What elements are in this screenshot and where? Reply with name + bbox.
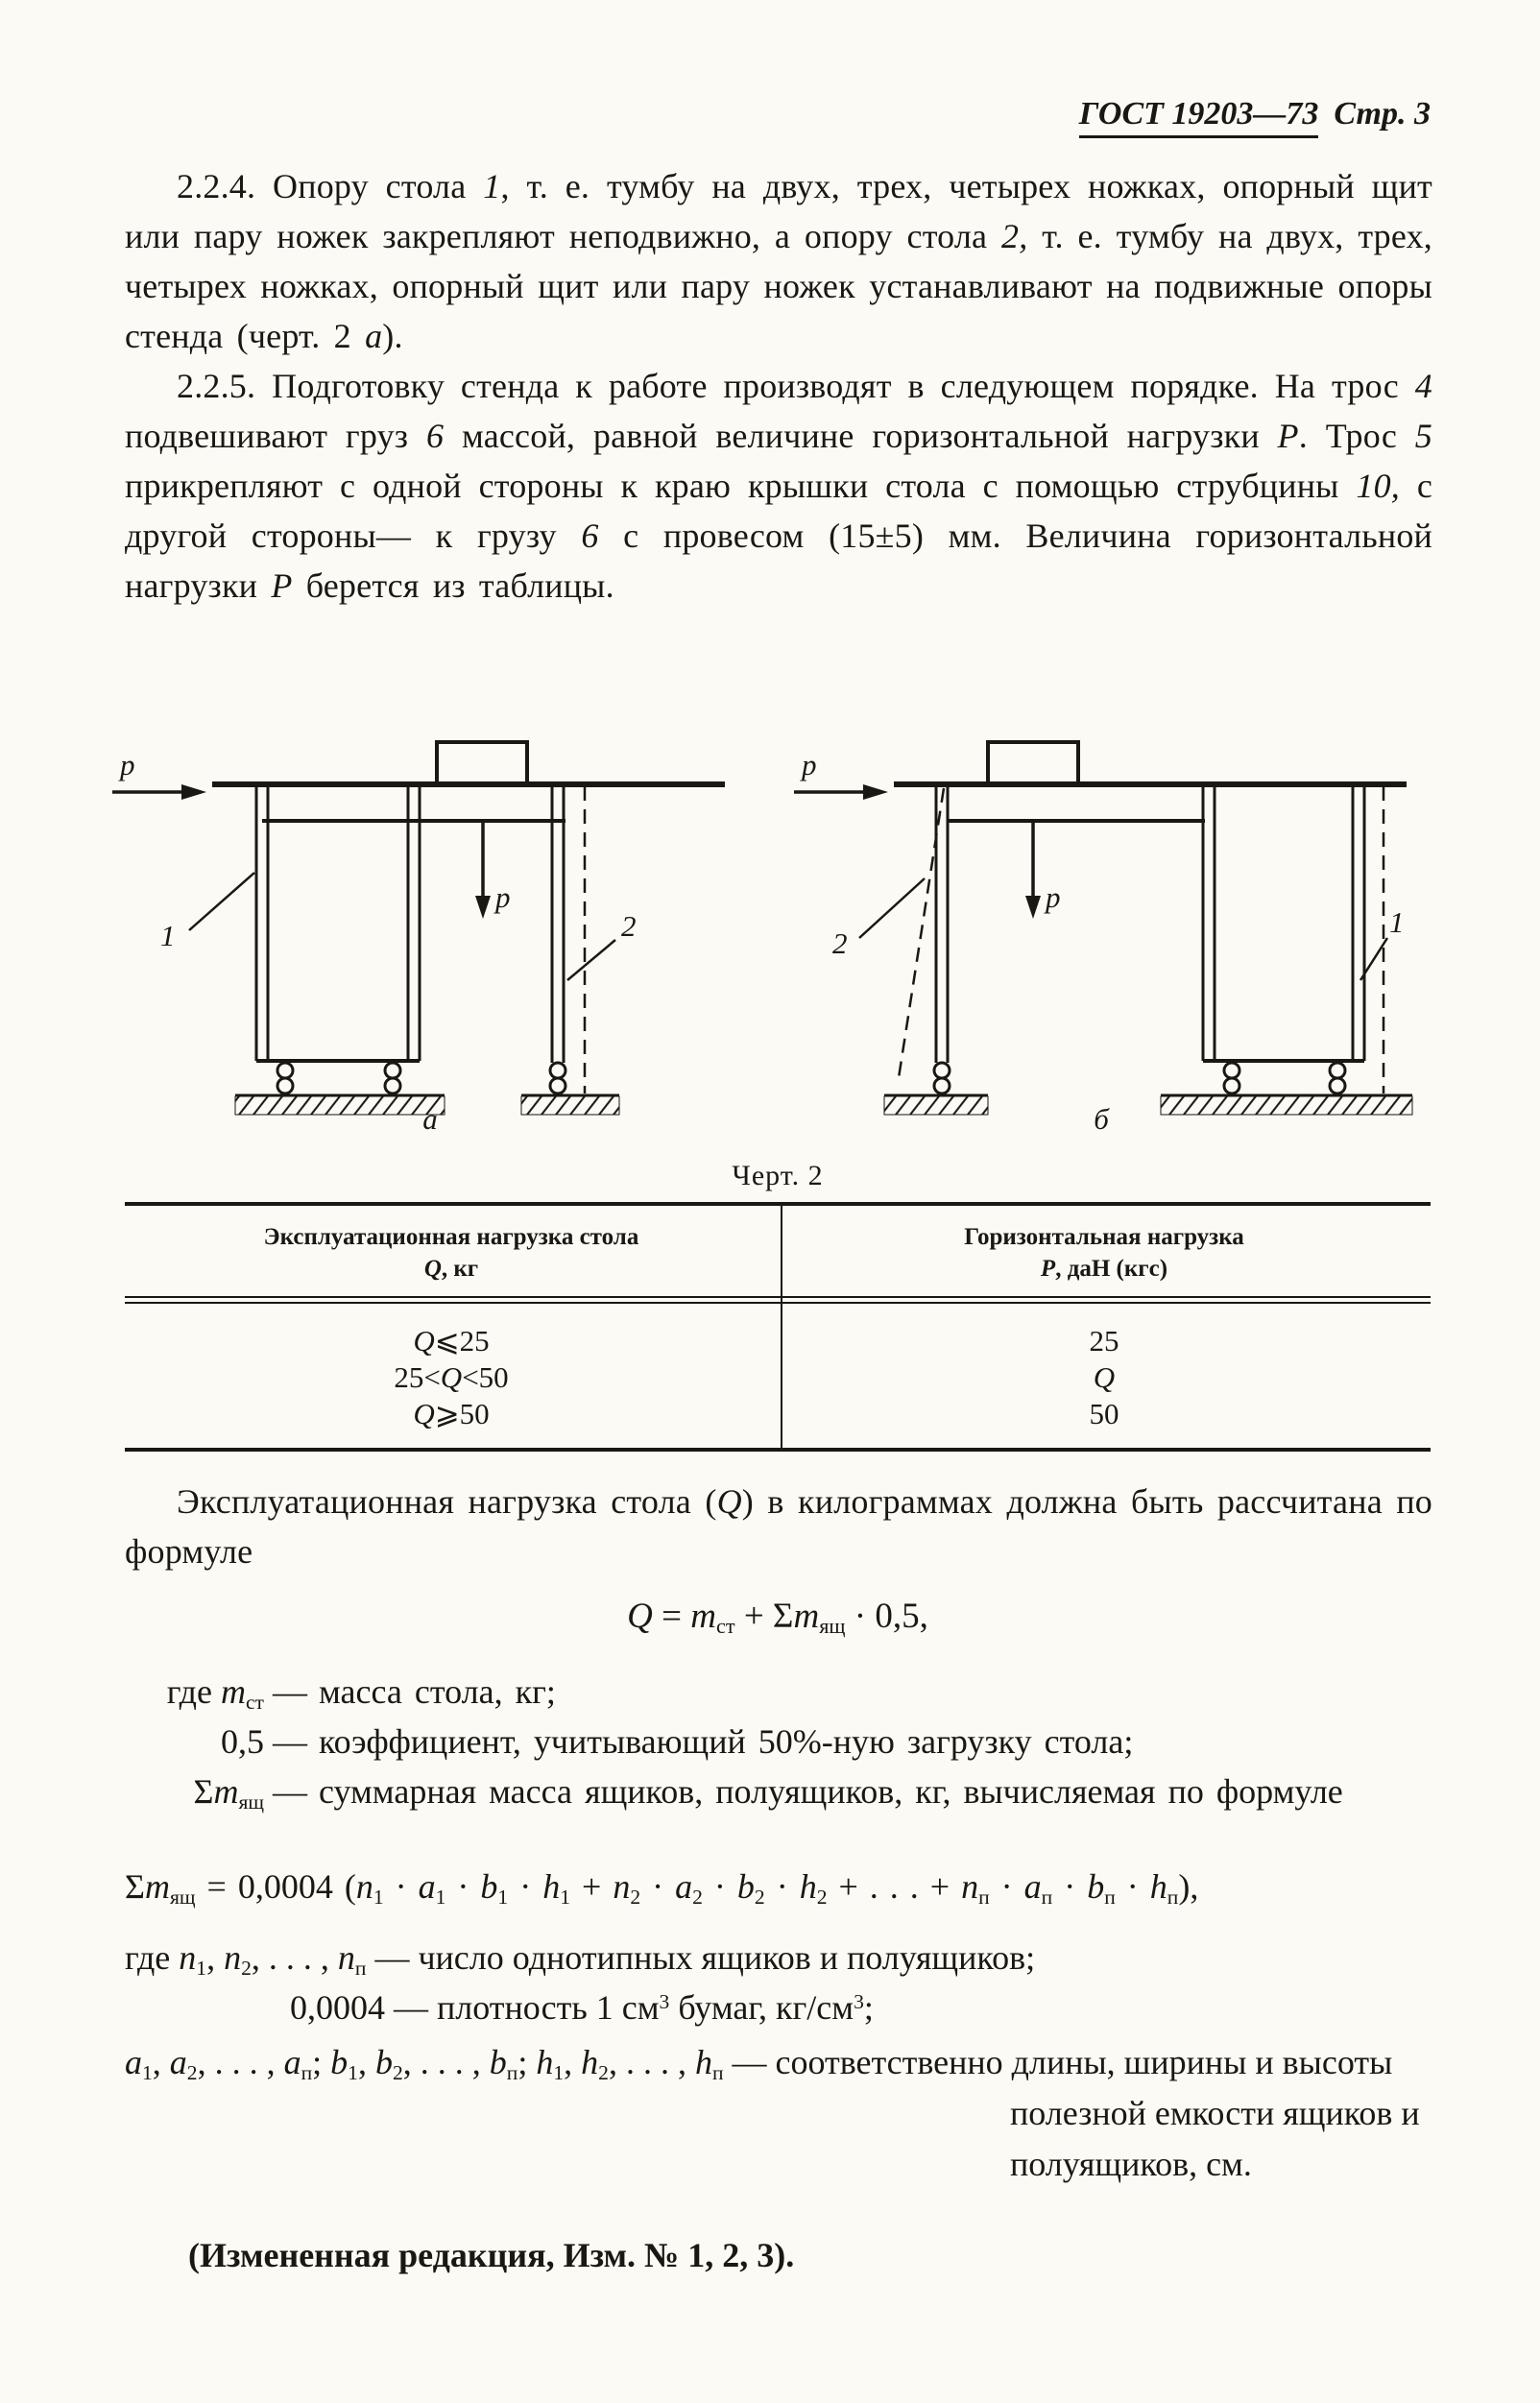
page-header: ГОСТ 19203—73 Стр. 3 [125, 96, 1431, 138]
load-weight-box [986, 740, 1080, 786]
force-label-p: р [800, 748, 817, 781]
callout-1: 1 [1359, 905, 1405, 981]
table-header-col2-line1: Горизонтальная нагрузка [964, 1224, 1244, 1250]
definition-term: где mст — [166, 1672, 307, 1715]
load-table: Эксплуатационная нагрузка стола Q, кг Го… [125, 1202, 1431, 1452]
table-header-col1: Эксплуатационная нагрузка стола Q, кг [125, 1221, 778, 1285]
table-cell-q-between: 25<Q<50 [394, 1360, 509, 1394]
where-n-line: где n1, n2, . . . , nп — число однотипны… [125, 1938, 1036, 1981]
force-label-p: р [493, 880, 511, 914]
table-body: Q⩽25 25<Q<50 Q⩾50 25 Q 50 [125, 1304, 1431, 1448]
table-col2-values: 25 Q 50 [778, 1323, 1431, 1432]
table-cell-q-le-25: Q⩽25 [413, 1324, 490, 1358]
figure-caption: Черт. 2 [732, 1160, 824, 1191]
definition-desc: коэффициент, учитывающий 50%-ную загрузк… [319, 1722, 1134, 1761]
pedestal [1201, 784, 1385, 1095]
vertical-force-arrow: р [475, 821, 511, 919]
paragraph-2-2-5: 2.2.5. Подготовку стенда к работе произв… [125, 367, 1433, 605]
figure-2a-sublabel: а [422, 1102, 438, 1136]
table-header-col1-line2: Q, кг [423, 1256, 479, 1282]
table-cell-p-50: 50 [1089, 1397, 1119, 1430]
ground-hatching [883, 1093, 1413, 1116]
ground-hatching [234, 1093, 620, 1116]
left-leg [896, 784, 951, 1095]
load-weight-box [435, 740, 529, 786]
density-line: 0,0004 — плотность 1 см3 бумаг, кг/см3; [290, 1988, 874, 2027]
table-column-divider [780, 1206, 782, 1448]
formula-q: Q = mст + Σmящ · 0,5, [627, 1597, 928, 1639]
horizontal-force-arrow: р [112, 748, 206, 800]
page-number: Стр. 3 [1334, 96, 1431, 132]
item-label-2: 2 [832, 926, 848, 960]
definition-row-sum: Σmящ — суммарная масса ящиков, полуящико… [125, 1766, 1432, 1816]
vertical-force-arrow: р [1025, 821, 1061, 919]
definition-row-05: 0,5 — коэффициент, учитывающий 50%-ную з… [125, 1717, 1432, 1766]
force-label-p: р [118, 748, 135, 781]
definition-row-mst: где mст — масса стола, кг; [125, 1667, 1432, 1717]
definitions-list: где mст — масса стола, кг; 0,5 — коэффиц… [125, 1667, 1432, 1816]
load-paragraph: Эксплуатационная нагрузка стола (Q) в ки… [125, 1477, 1432, 1576]
pedestal [254, 784, 421, 1095]
table-col1-values: Q⩽25 25<Q<50 Q⩾50 [125, 1323, 778, 1432]
body-paragraphs: 2.2.4. Опору стола 1, т. е. тумбу на дву… [125, 161, 1432, 611]
callout-2: 2 [566, 909, 637, 981]
figure-2b-sublabel: б [1094, 1102, 1109, 1136]
formula-sum-boxes: Σmящ = 0,0004 (n1 · a1 · b1 · h1 + n2 · … [125, 1867, 1199, 1910]
table-top [894, 740, 1407, 823]
table-cell-p-25: 25 [1089, 1324, 1119, 1358]
table-header-col2-line2: Р, даН (кгс) [1040, 1256, 1168, 1282]
right-leg [548, 784, 587, 1095]
doc-number: ГОСТ 19203—73 [1078, 96, 1319, 138]
amendment-note: (Измененная редакция, Изм. № 1, 2, 3). [188, 2236, 795, 2274]
definition-term: 0,5 — [221, 1722, 307, 1761]
item-label-1: 1 [1389, 905, 1405, 939]
dimensions-line: a1, a2, . . . , aп; b1, b2, . . . , bп; … [125, 2043, 1420, 2183]
table-header-double-rule [125, 1296, 1431, 1304]
callout-1: 1 [160, 872, 255, 952]
table-header-col1-line1: Эксплуатационная нагрузка стола [263, 1224, 639, 1250]
figure-2b-diagram: р р [794, 740, 1413, 1116]
table-header-row: Эксплуатационная нагрузка стола Q, кг Го… [125, 1206, 1431, 1296]
item-label-1: 1 [160, 919, 176, 952]
table-top [212, 740, 725, 823]
definition-desc: масса стола, кг; [319, 1672, 556, 1711]
table-cell-p-q: Q [1093, 1360, 1116, 1394]
callout-2: 2 [832, 877, 926, 960]
table-header-col2: Горизонтальная нагрузка Р, даН (кгс) [778, 1221, 1431, 1285]
paragraph-2-2-4: 2.2.4. Опору стола 1, т. е. тумбу на дву… [125, 167, 1432, 355]
paragraph-load-formula-intro: Эксплуатационная нагрузка стола (Q) в ки… [125, 1482, 1432, 1571]
horizontal-force-arrow: р [794, 748, 888, 800]
table-cell-q-ge-50: Q⩾50 [413, 1397, 490, 1430]
item-label-2: 2 [621, 909, 637, 943]
figure-2a-diagram: р р [112, 740, 725, 1116]
definition-term: Σmящ — [193, 1772, 307, 1814]
definition-desc: суммарная масса ящиков, полуящиков, кг, … [319, 1772, 1343, 1811]
force-label-p: р [1044, 880, 1061, 914]
